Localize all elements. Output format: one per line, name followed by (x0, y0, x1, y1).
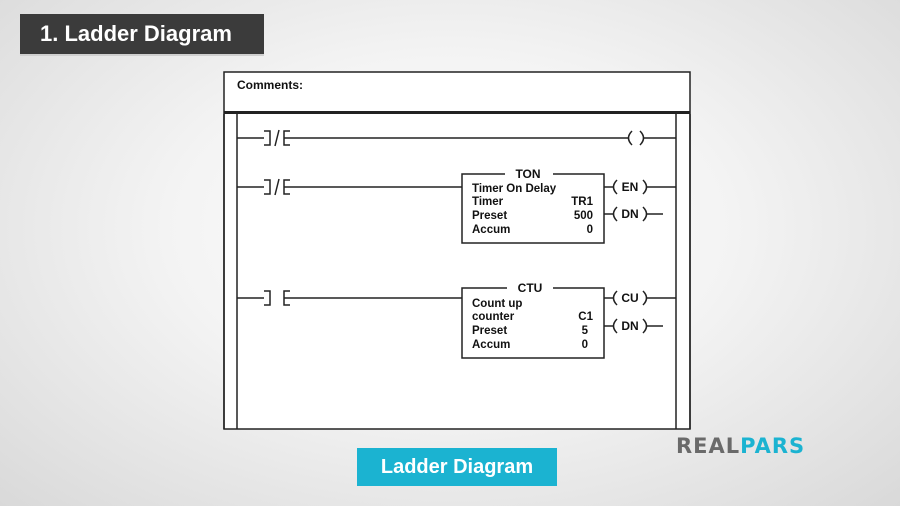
timer-dn-output: DN (621, 207, 638, 221)
rung-3 (237, 290, 676, 334)
cu-coil-left (612, 290, 618, 306)
counter-line1: Count up (472, 298, 522, 310)
counter-block: CTU Count up counter C1 Preset 5 Accum 0… (461, 280, 639, 359)
dn2-coil-right (642, 318, 648, 334)
en-coil-right (642, 179, 648, 195)
timer-value: TR1 (571, 196, 593, 208)
timer-block: TON Timer On Delay Timer TR1 Preset 500 … (461, 166, 639, 244)
caption-label: Ladder Diagram (357, 448, 557, 486)
brand-logo: REALPARS (676, 434, 805, 458)
timer-en-output: EN (622, 180, 639, 194)
dn-coil-left (612, 206, 618, 222)
timer-preset-label: Preset (472, 210, 507, 222)
en-coil-left (612, 179, 618, 195)
timer-title: TON (515, 167, 540, 181)
diagram-frame (223, 71, 691, 430)
rung-1 (237, 129, 676, 147)
counter-cu-output: CU (621, 291, 638, 305)
page-title: 1. Ladder Diagram (20, 14, 264, 56)
counter-dn-output: DN (621, 319, 638, 333)
brand-logo-part2: PARS (740, 434, 806, 458)
timer-accum-label: Accum (472, 224, 510, 236)
counter-preset-label: Preset (472, 325, 507, 337)
timer-accum-value: 0 (587, 224, 593, 236)
dn2-coil-left (612, 318, 618, 334)
counter-title: CTU (518, 281, 543, 295)
counter-label: counter (472, 311, 515, 323)
counter-accum-value: 0 (582, 339, 588, 351)
brand-logo-part1: REAL (676, 434, 741, 458)
timer-label: Timer (472, 196, 504, 208)
rung-2 (237, 178, 676, 222)
counter-accum-label: Accum (472, 339, 510, 351)
counter-value: C1 (578, 311, 593, 323)
counter-preset-value: 5 (582, 325, 589, 337)
dn-coil-right (642, 206, 648, 222)
cu-coil-right (642, 290, 648, 306)
comments-section-divider (224, 111, 690, 114)
timer-line1: Timer On Delay (472, 183, 557, 195)
comments-label: Comments: (237, 78, 303, 92)
timer-preset-value: 500 (574, 210, 593, 222)
output-coil (627, 130, 645, 146)
